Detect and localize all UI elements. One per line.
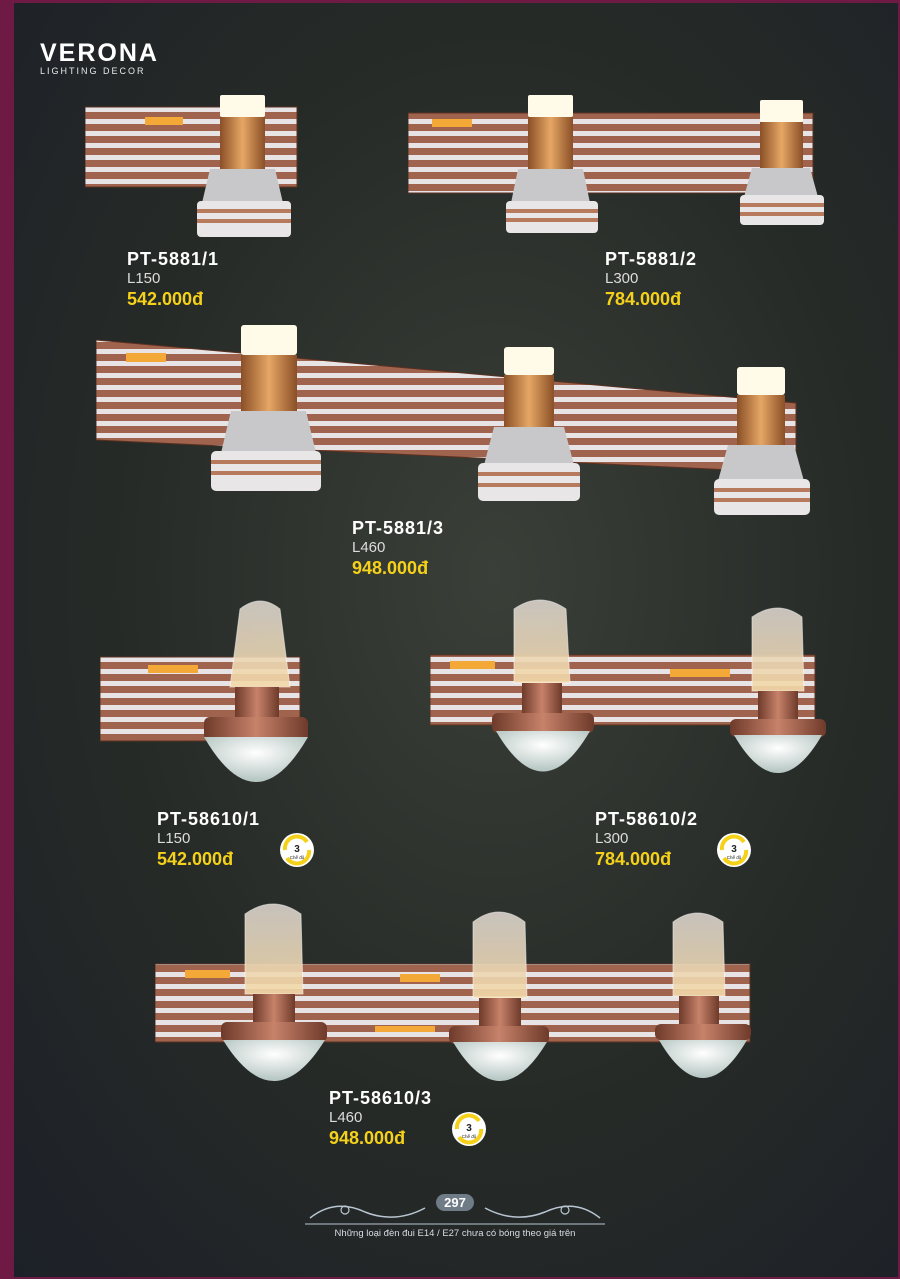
product-length: L460	[352, 539, 386, 556]
product-code: PT-5881/2	[605, 249, 698, 269]
product-code: PT-5881/3	[352, 518, 445, 538]
product-code: PT-58610/3	[329, 1088, 433, 1108]
mode-number: 3	[731, 844, 737, 855]
product-price: 784.000đ	[605, 289, 682, 309]
bulb-lamp-icon	[430, 597, 830, 787]
three-mode-icon: 3 Chế độ	[279, 832, 315, 868]
three-mode-icon: 3 Chế độ	[451, 1111, 487, 1147]
brand-logo: VERONA LIGHTING DECOR	[40, 40, 159, 76]
product-length: L150	[157, 830, 191, 847]
product-card: PT-5881/1 L150 542.000đ	[127, 248, 219, 310]
product-card: PT-58610/1 L150 542.000đ	[157, 808, 260, 870]
spotlight-lamp-icon	[96, 325, 816, 520]
brand-tagline: LIGHTING DECOR	[40, 66, 146, 76]
product-price: 948.000đ	[329, 1128, 406, 1148]
mode-number: 3	[294, 844, 300, 855]
bulb-lamp-icon	[155, 900, 755, 1095]
product-code: PT-58610/1	[157, 809, 261, 829]
spotlight-lamp-icon	[408, 95, 828, 235]
page-number: 297	[436, 1194, 474, 1211]
mode-label: Chế độ	[462, 1134, 477, 1139]
product-price: 542.000đ	[127, 289, 204, 309]
product-card: PT-5881/2 L300 784.000đ	[605, 248, 697, 310]
mode-label: Chế độ	[727, 855, 742, 860]
brand-name: VERONA	[40, 39, 159, 67]
mode-number: 3	[466, 1123, 472, 1134]
product-card: PT-58610/2 L300 784.000đ	[595, 808, 698, 870]
page-footer: 297	[300, 1194, 610, 1214]
product-price: 542.000đ	[157, 849, 234, 869]
mode-label: Chế độ	[290, 855, 305, 860]
product-length: L300	[605, 270, 639, 287]
product-code: PT-5881/1	[127, 249, 220, 269]
product-card: PT-5881/3 L460 948.000đ	[352, 517, 444, 579]
product-length: L300	[595, 830, 629, 847]
product-length: L460	[329, 1109, 363, 1126]
product-code: PT-58610/2	[595, 809, 699, 829]
footer-note: Những loại đèn đui E14 / E27 chưa có bón…	[334, 1228, 576, 1239]
bulb-lamp-icon	[100, 597, 315, 792]
product-price: 784.000đ	[595, 849, 672, 869]
spotlight-lamp-icon	[85, 95, 300, 240]
product-price: 948.000đ	[352, 558, 429, 578]
three-mode-icon: 3 Chế độ	[716, 832, 752, 868]
product-card: PT-58610/3 L460 948.000đ	[329, 1087, 432, 1149]
product-length: L150	[127, 270, 161, 287]
ornament-icon	[305, 1198, 605, 1231]
